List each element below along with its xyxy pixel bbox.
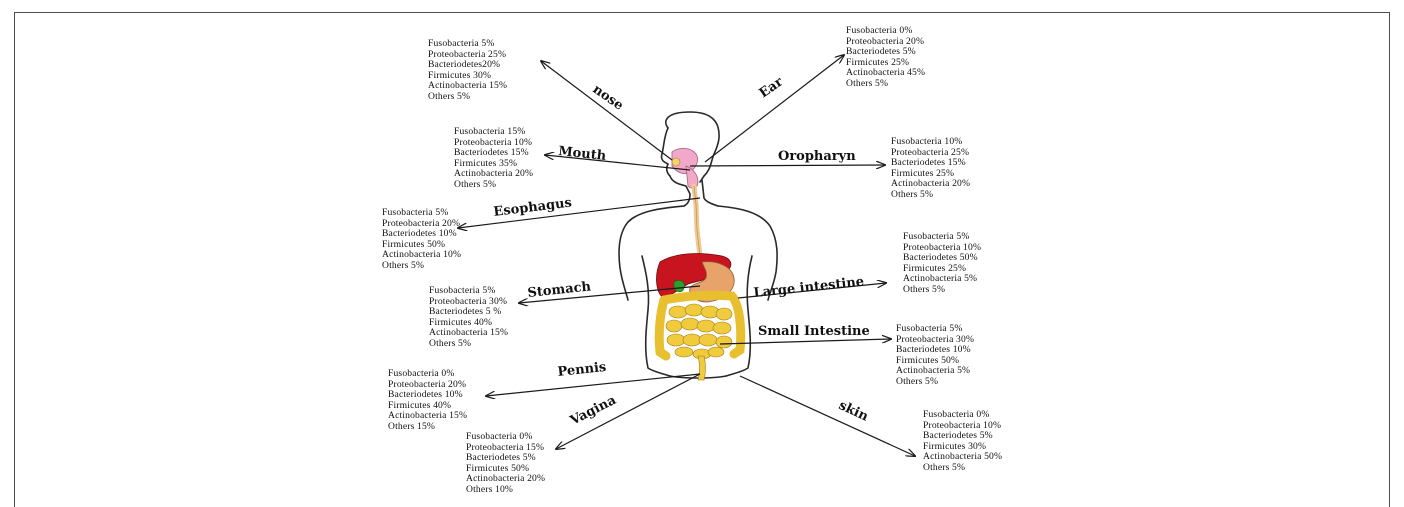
composition-line: Others 15% — [388, 422, 467, 433]
esophagus-composition: Fusobacteria 5% Proteobacteria 20% Bacte… — [382, 208, 461, 272]
composition-line: Fusobacteria 0% — [466, 432, 545, 443]
composition-line: Fusobacteria 0% — [923, 410, 1002, 421]
label-pennis: Pennis — [557, 360, 607, 380]
label-skin: skin — [836, 398, 871, 425]
label-mouth: Mouth — [558, 144, 608, 164]
label-small-intestine: Small Intestine — [758, 324, 870, 339]
composition-line: Fusobacteria 5% — [429, 286, 508, 297]
label-oropharyn: Oropharyn — [778, 149, 856, 164]
small-intestine-composition: Fusobacteria 5% Proteobacteria 30% Bacte… — [896, 324, 974, 388]
arrow-oropharyn — [690, 165, 885, 166]
composition-line: Others 5% — [891, 190, 970, 201]
label-large-intestine: Large intestine — [753, 274, 865, 301]
composition-line: Others 5% — [923, 463, 1002, 474]
mouth-composition: Fusobacteria 15% Proteobacteria 10% Bact… — [454, 127, 533, 191]
composition-line: Fusobacteria 5% — [382, 208, 461, 219]
label-stomach: Stomach — [527, 279, 592, 301]
composition-line: Fusobacteria 10% — [891, 137, 970, 148]
arrow-pennis — [486, 374, 700, 396]
composition-line: Fusobacteria 5% — [896, 324, 974, 335]
composition-line: Others 5% — [428, 92, 507, 103]
arrow-skin — [740, 376, 915, 456]
skin-composition: Fusobacteria 0% Proteobacteria 10% Bacte… — [923, 410, 1002, 474]
composition-line: Others 5% — [454, 180, 533, 191]
composition-line: Others 5% — [903, 285, 981, 296]
label-nose: nose — [590, 82, 626, 114]
composition-line: Others 5% — [846, 79, 925, 90]
composition-line: Others 5% — [896, 377, 974, 388]
composition-line: Fusobacteria 0% — [388, 369, 467, 380]
small-intestine-illustration — [666, 304, 732, 380]
composition-line: Fusobacteria 15% — [454, 127, 533, 138]
ear-composition: Fusobacteria 0% Proteobacteria 20% Bacte… — [846, 26, 925, 90]
composition-line: Others 10% — [466, 485, 545, 496]
vagina-composition: Fusobacteria 0% Proteobacteria 15% Bacte… — [466, 432, 545, 496]
nose-composition: Fusobacteria 5% Proteobacteria 25% Bacte… — [428, 39, 507, 103]
gallbladder-illustration — [674, 280, 684, 291]
large-intestine-composition: Fusobacteria 5% Proteobacteria 10% Bacte… — [903, 232, 981, 296]
arrow-small-intestine — [720, 339, 891, 344]
label-ear: Ear — [757, 74, 786, 101]
composition-line: Others 5% — [429, 339, 508, 350]
pennis-composition: Fusobacteria 0% Proteobacteria 20% Bacte… — [388, 369, 467, 433]
label-esophagus: Esophagus — [493, 195, 573, 219]
composition-line: Others 5% — [382, 261, 461, 272]
label-vagina: Vagina — [567, 393, 619, 429]
composition-line: Fusobacteria 5% — [428, 39, 507, 50]
composition-line: Fusobacteria 5% — [903, 232, 981, 243]
composition-line: Fusobacteria 0% — [846, 26, 925, 37]
arrow-ear — [705, 55, 844, 162]
oropharyn-composition: Fusobacteria 10% Proteobacteria 25% Bact… — [891, 137, 970, 201]
stomach-composition: Fusobacteria 5% Proteobacteria 30% Bacte… — [429, 286, 508, 350]
